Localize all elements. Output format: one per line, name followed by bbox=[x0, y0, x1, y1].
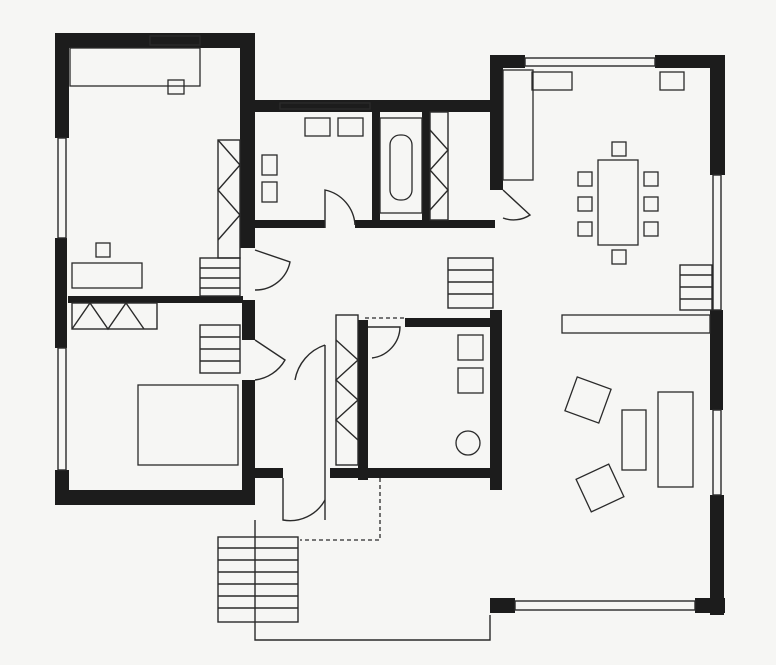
bed-upper bbox=[69, 47, 201, 87]
wall-storage-left bbox=[358, 320, 368, 480]
shelf-storage-1 bbox=[457, 334, 484, 361]
wall-right-outer-mid bbox=[710, 310, 723, 410]
wall-right-inner-lower bbox=[490, 310, 502, 490]
kitchen-counter bbox=[502, 69, 534, 181]
wall-right-outer-lower bbox=[710, 495, 724, 615]
wall-left-inner-upper bbox=[240, 33, 255, 248]
doors bbox=[254, 189, 532, 522]
dining-chair bbox=[577, 221, 593, 237]
kitchen-sink bbox=[531, 71, 573, 91]
wall-left-bottom bbox=[55, 490, 255, 505]
window-right-bottom bbox=[514, 600, 696, 611]
dining-chair bbox=[611, 249, 627, 265]
stair-hall bbox=[447, 257, 494, 309]
window-top-left bbox=[149, 35, 201, 46]
door-entrance-lower bbox=[282, 478, 326, 522]
toilet-1 bbox=[261, 154, 278, 176]
window-right-side-lower bbox=[712, 409, 722, 496]
sofa bbox=[657, 391, 694, 488]
wall-left-outer-mid bbox=[55, 238, 67, 348]
armchair bbox=[564, 376, 612, 424]
door-storage bbox=[368, 326, 401, 359]
wardrobe-hall bbox=[335, 314, 359, 466]
wardrobes bbox=[71, 111, 449, 466]
wall-corridor-bottom bbox=[255, 468, 283, 478]
wall-right-outer-upper bbox=[710, 55, 725, 175]
wall-bath-divider bbox=[372, 100, 380, 225]
sink-2 bbox=[337, 117, 364, 137]
wall-right-bottom-left bbox=[490, 598, 515, 613]
wardrobe-bath bbox=[429, 111, 449, 221]
wall-bath-bottom-2 bbox=[355, 220, 495, 228]
wall-right-top-right bbox=[655, 55, 725, 68]
wall-bath-bottom bbox=[255, 220, 325, 228]
double-bed bbox=[137, 384, 239, 466]
window-bath-top bbox=[279, 102, 371, 110]
sideboard bbox=[561, 314, 711, 334]
wall-right-inner-upper bbox=[490, 55, 503, 190]
door-bedroom-lower bbox=[254, 339, 286, 381]
furniture bbox=[69, 47, 711, 541]
window-right-side-upper bbox=[712, 174, 722, 311]
wall-left-outer-upper bbox=[55, 33, 69, 138]
walls bbox=[55, 33, 725, 615]
dining-chair bbox=[611, 141, 627, 157]
chair-upper bbox=[167, 79, 185, 95]
door-entrance bbox=[294, 344, 326, 520]
toilet-2 bbox=[261, 181, 278, 203]
desk-upper bbox=[71, 262, 143, 289]
dining-table bbox=[597, 159, 639, 246]
wardrobe-bedroom-lower bbox=[71, 302, 158, 330]
stair-entrance bbox=[217, 536, 299, 623]
wall-storage-top bbox=[405, 318, 500, 327]
round-table bbox=[455, 430, 481, 456]
window-right-top bbox=[524, 57, 656, 67]
wall-bath-divider-2 bbox=[422, 100, 430, 225]
chair-desk-upper bbox=[95, 242, 111, 258]
door-kitchen bbox=[502, 189, 532, 221]
stair-left-upper bbox=[199, 257, 241, 297]
wardrobe-bedroom-upper bbox=[217, 139, 241, 259]
window-left-upper bbox=[57, 137, 67, 239]
window-left-lower bbox=[57, 347, 67, 471]
dining-chair bbox=[643, 221, 659, 237]
stove bbox=[659, 71, 685, 91]
dining-chair bbox=[643, 171, 659, 187]
wall-right-bottom-right bbox=[695, 598, 725, 613]
dining-chair bbox=[643, 196, 659, 212]
dining-chair bbox=[577, 196, 593, 212]
coffee-table bbox=[621, 409, 647, 471]
wall-storage-bottom bbox=[330, 468, 500, 478]
wall-left-inner-lower bbox=[242, 300, 255, 340]
windows bbox=[57, 35, 722, 611]
armchair bbox=[575, 463, 625, 513]
bathtub-inner bbox=[389, 134, 413, 201]
wall-left-inner-bottom bbox=[242, 380, 255, 505]
door-bedroom-upper bbox=[254, 249, 291, 291]
bathtub bbox=[379, 117, 423, 214]
dining-chair bbox=[577, 171, 593, 187]
overhead-outline bbox=[300, 317, 405, 541]
shelf-storage-2 bbox=[457, 367, 484, 394]
door-bath bbox=[324, 189, 356, 228]
wall-bedroom-divider bbox=[68, 296, 243, 303]
wall-left-top bbox=[55, 33, 255, 48]
sink-1 bbox=[304, 117, 331, 137]
